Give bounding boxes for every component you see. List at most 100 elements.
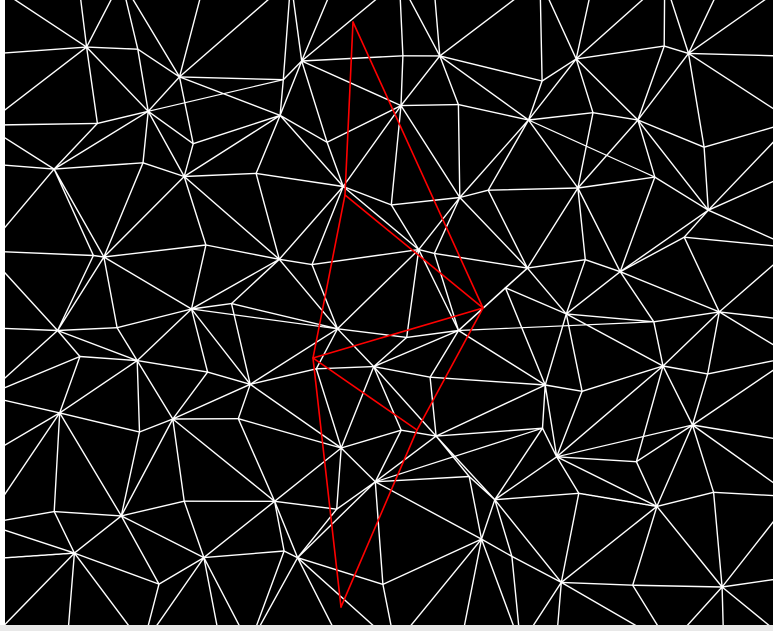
mesh-edge (192, 245, 206, 309)
mesh-edge (302, 0, 336, 61)
mesh-edge (143, 584, 159, 625)
mesh-edge (529, 120, 578, 188)
mesh-edge (232, 259, 280, 303)
highlight-edge (313, 358, 417, 430)
mesh-edge (138, 49, 180, 77)
mesh-edge (87, 47, 98, 123)
highlight-edge (313, 358, 341, 607)
mesh-edge (5, 512, 54, 524)
mesh-edge (545, 385, 582, 391)
mesh-edge (375, 428, 542, 482)
mesh-edge (704, 122, 773, 148)
mesh-edges (5, 0, 773, 625)
mesh-edge (664, 0, 665, 46)
mesh-edge (529, 81, 543, 120)
mesh-edge (58, 256, 94, 331)
mesh-edge (341, 430, 401, 448)
mesh-edge (561, 493, 579, 582)
mesh-edge (689, 53, 705, 147)
mesh-edge (298, 558, 395, 625)
mesh-edge (436, 436, 495, 500)
mesh-edge (654, 312, 720, 322)
mesh-edge (482, 500, 495, 539)
mesh-edge (208, 372, 251, 384)
mesh-edge (582, 366, 663, 391)
mesh-edge (256, 173, 279, 259)
mesh-edge (527, 268, 566, 314)
mesh-edge (343, 106, 401, 187)
mesh-edge (60, 361, 138, 413)
mesh-edge (143, 111, 148, 163)
mesh-edge (74, 516, 121, 553)
mesh-edge (250, 384, 341, 448)
mesh-edge (54, 169, 104, 257)
mesh-edge (512, 556, 521, 625)
mesh-edge (279, 187, 343, 260)
mesh-edge (488, 120, 528, 190)
mesh-edge (104, 257, 117, 328)
mesh-edge (279, 259, 337, 329)
mesh-edge (298, 558, 383, 585)
mesh-edge (256, 173, 343, 186)
mesh-edge (275, 448, 342, 501)
mesh-edge (238, 419, 274, 502)
mesh-edge (180, 77, 194, 144)
mesh-edge (302, 0, 400, 61)
mesh-edge (374, 337, 407, 366)
mesh-edge (505, 268, 527, 288)
mesh-edge (529, 120, 655, 177)
mesh-edge (663, 366, 708, 374)
mesh-edge (143, 558, 204, 625)
mesh-edge (121, 0, 138, 49)
mesh-edge (665, 0, 689, 53)
mesh-edge (280, 115, 343, 186)
mesh-edge (337, 448, 342, 509)
mesh-edge (440, 0, 540, 56)
mesh-edge (684, 237, 773, 248)
mesh-edge (5, 169, 54, 251)
mesh-edge (527, 188, 578, 268)
mesh-edge (401, 106, 460, 198)
mesh-edge (689, 0, 724, 53)
mesh-edge (714, 492, 723, 587)
mesh-edge (5, 524, 74, 553)
mesh-edge (283, 61, 301, 80)
mesh-edge (104, 245, 206, 257)
mesh-edge (664, 46, 688, 53)
mesh-canvas[interactable] (5, 0, 773, 625)
mesh-edge (719, 312, 773, 357)
mesh-edge (204, 558, 221, 625)
mesh-edge (620, 210, 708, 272)
mesh-edge (54, 163, 143, 169)
mesh-edge (459, 331, 546, 386)
mesh-edge (576, 0, 593, 59)
mesh-edge (204, 551, 284, 558)
mesh-edge (54, 413, 60, 512)
mesh-edge (495, 500, 562, 583)
mesh-edge (540, 0, 542, 81)
mesh-edge (250, 329, 337, 385)
mesh-edge (117, 328, 137, 361)
mesh-edge (343, 187, 391, 205)
mesh-edge (430, 377, 545, 385)
mesh-edge (557, 457, 637, 462)
mesh-edge (521, 582, 562, 625)
mesh-edge (5, 553, 74, 625)
mesh-edge (74, 553, 143, 625)
mesh-edge (527, 260, 585, 268)
mesh-edge (5, 47, 87, 125)
mesh-edge (140, 419, 173, 432)
mesh-edge (173, 419, 184, 501)
mesh-edge (249, 558, 297, 625)
mesh-viewport[interactable] (5, 0, 773, 625)
mesh-edge (540, 0, 576, 59)
mesh-edge (391, 205, 418, 250)
mesh-edge (374, 367, 402, 431)
mesh-edge (159, 558, 204, 585)
mesh-edge (383, 539, 482, 584)
mesh-edge (173, 419, 275, 501)
mesh-edge (5, 328, 58, 331)
mesh-edge (578, 177, 655, 188)
mesh-edge (375, 482, 383, 585)
mesh-edge (184, 177, 279, 260)
